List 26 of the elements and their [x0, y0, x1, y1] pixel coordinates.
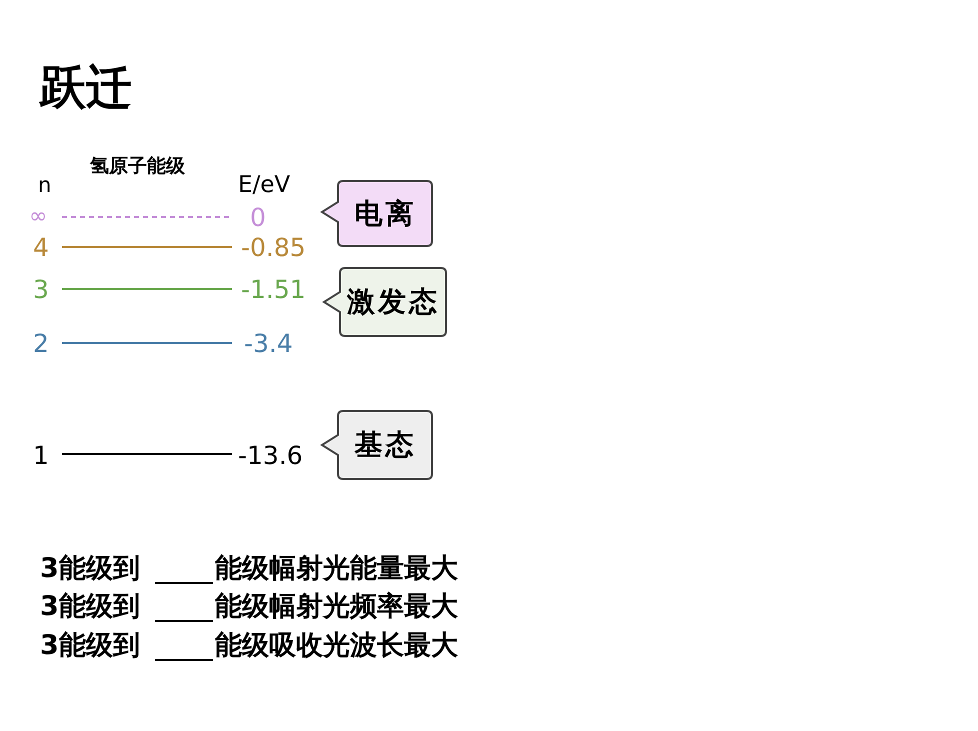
level-number: ∞	[29, 206, 48, 228]
question-text: 能级吸收光波长最大	[215, 632, 458, 659]
axis-label: n	[38, 175, 52, 196]
energy-value: -13.6	[238, 443, 303, 468]
callout-text: 电离	[354, 196, 416, 232]
title: 跃迁	[40, 64, 132, 110]
callout-box	[320, 410, 433, 480]
energy-value: 0	[250, 205, 266, 230]
level-number: 1	[33, 443, 49, 468]
question-text: 3能级到	[40, 555, 140, 582]
energy-value: -1.51	[241, 277, 306, 302]
callout-box	[322, 267, 447, 337]
energy-value: -3.4	[244, 331, 293, 356]
question-text: 能级幅射光频率最大	[215, 593, 458, 620]
callout-text: 激发态	[347, 284, 440, 320]
energy-value: -0.85	[241, 235, 306, 260]
callout-text: 基态	[354, 427, 416, 463]
question-text: 能级幅射光能量最大	[215, 555, 458, 582]
level-number: 4	[33, 235, 49, 260]
axis-label: E/eV	[238, 174, 290, 197]
chart-heading: 氢原子能级	[90, 157, 185, 176]
level-number: 2	[33, 331, 49, 356]
question-text: 3能级到	[40, 632, 140, 659]
callout-box	[320, 180, 433, 247]
level-number: 3	[33, 277, 49, 302]
question-text: 3能级到	[40, 593, 140, 620]
